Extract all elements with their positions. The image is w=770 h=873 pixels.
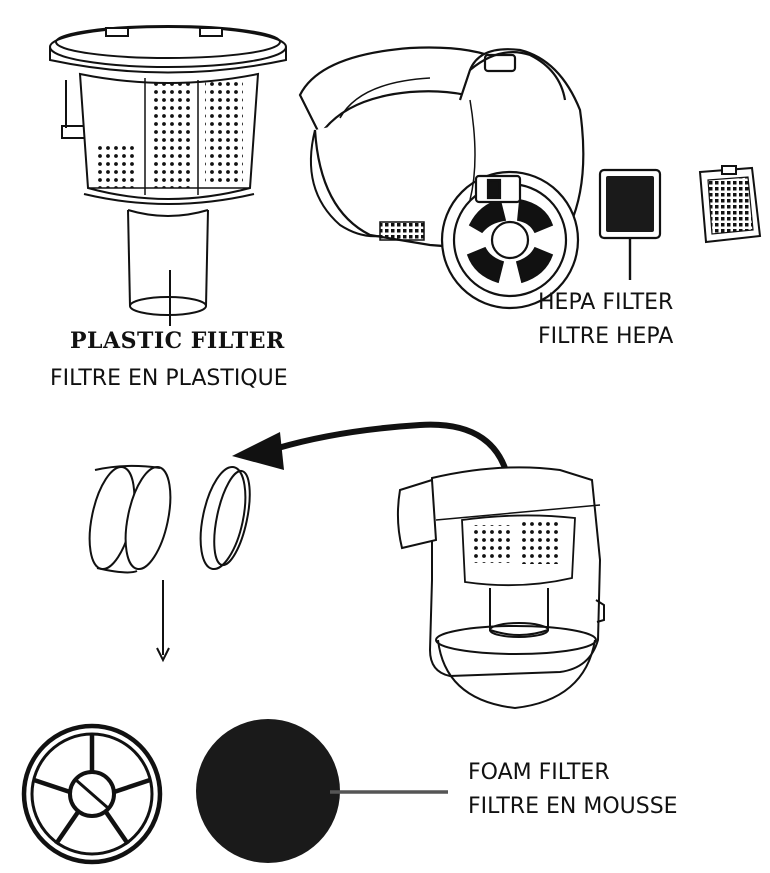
dust-cup-illustration (398, 467, 604, 708)
exhaust-vents (468, 200, 552, 282)
hepa-frame-illustration (700, 166, 760, 242)
foam-filter-label-en: FOAM FILTER (468, 760, 610, 785)
foam-disc-illustration (196, 719, 448, 863)
hepa-filter-illustration (600, 170, 660, 280)
removal-arrow (232, 425, 510, 488)
filter-cage-illustration (24, 726, 160, 862)
foam-filter-label-fr: FILTRE EN MOUSSE (468, 794, 678, 819)
hepa-filter-label-fr: FILTRE HEPA (538, 324, 674, 349)
hepa-filter-label-en: HEPA FILTER (538, 290, 674, 315)
plastic-filter-label-fr: FILTRE EN PLASTIQUE (50, 366, 288, 391)
vacuum-body-illustration (300, 48, 583, 309)
foam-rings-illustration (82, 463, 257, 573)
plastic-filter-illustration (50, 26, 286, 326)
down-arrow (157, 580, 169, 660)
plastic-filter-label-en: PLASTIC FILTER (70, 328, 285, 354)
